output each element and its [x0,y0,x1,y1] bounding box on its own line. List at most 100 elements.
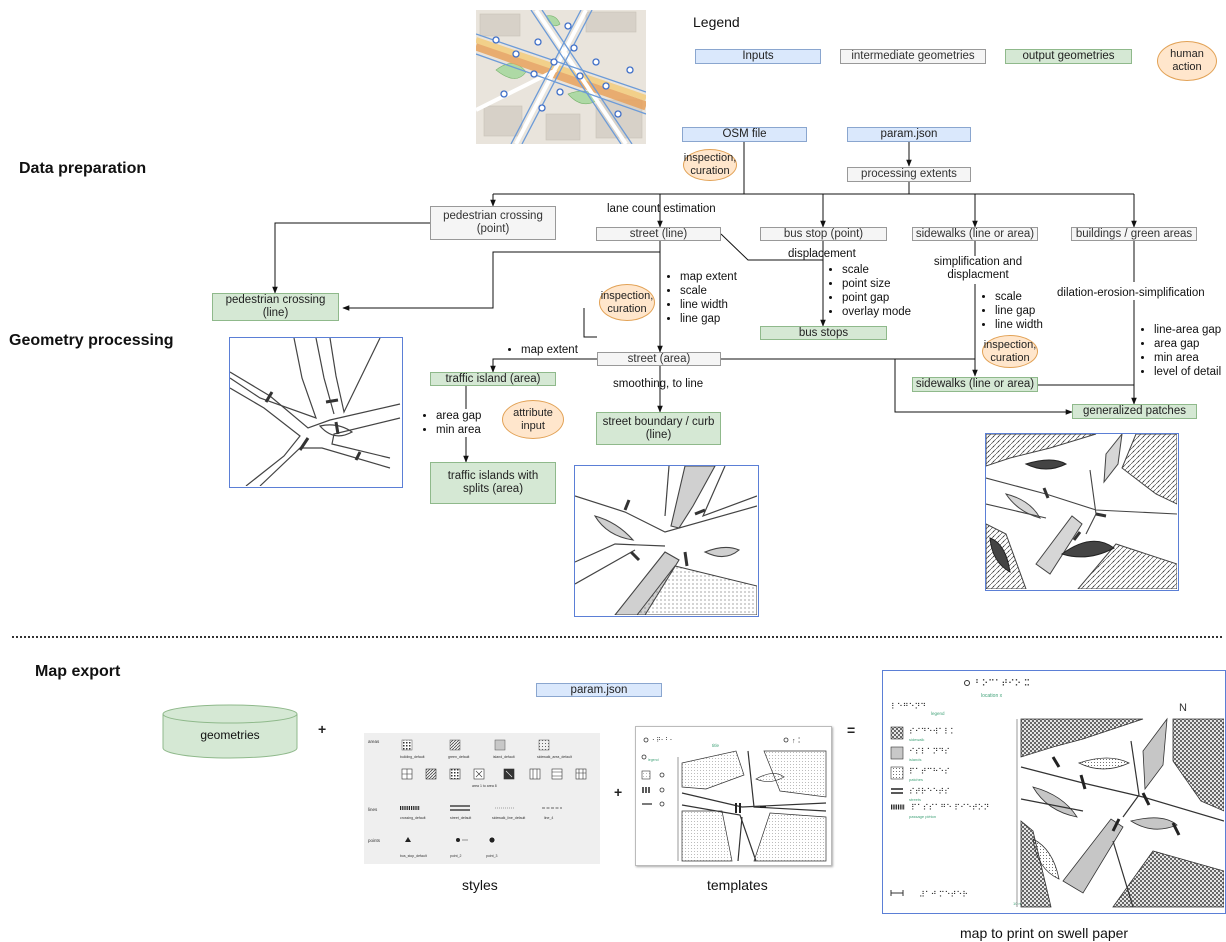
node-param-json-export: param.json [536,683,662,697]
node-generalized-patches: generalized patches [1072,404,1197,419]
styles-points-label: points [368,838,381,843]
params-sidewalk: scale line gap line width [979,290,1043,332]
styles-lines-label: lines [368,807,378,812]
street-boundary-thumbnail [574,465,759,617]
edge-pedpt-to-pedline [272,222,430,294]
style-label: crossing_default [400,816,426,820]
styles-areas-label: areas [368,739,380,744]
map-legend-sidewalk: sidewalk [909,737,924,742]
human-attribute-input: attribute input [502,400,564,439]
param-item: min area [1154,351,1221,365]
params-island: area gap min area [420,409,482,437]
svg-text:⠂⠟⠂⠃⠂: ⠂⠟⠂⠃⠂ [652,737,674,744]
map-legend: legend [931,711,945,716]
svg-text:⠏⠁⠎⠎⠁⠛⠑ ⠏⠊⠑⠞⠕⠝: ⠏⠁⠎⠎⠁⠛⠑ ⠏⠊⠑⠞⠕⠝ [911,803,989,812]
param-item: scale [995,290,1043,304]
final-map-thumbnail: ⠃⠕⠉⠁⠞⠊⠕ ⠭ location x ⠇⠑⠛⠑⠝⠙ legend N ⠎⠊⠙… [882,670,1226,914]
crossing-lines-thumbnail [229,337,403,488]
node-osm-file: OSM file [682,127,807,142]
style-label: line_4 [544,816,553,820]
label-simplification: simplification and displacment [930,256,1026,282]
edge-area-to-pedline [583,308,597,338]
param-item: scale [842,263,911,277]
svg-text:⠃⠕⠉⠁⠞⠊⠕ ⠭: ⠃⠕⠉⠁⠞⠊⠕ ⠭ [975,678,1030,688]
legend-title: Legend [693,14,740,30]
label-dilation: dilation-erosion-simplification [1057,287,1205,300]
node-street-area: street (area) [597,352,721,366]
style-label: street_default [450,816,471,820]
legend-human-action: human action [1157,41,1217,81]
operator-plus-2: + [614,784,623,800]
label-displacement: displacement [788,248,856,260]
style-label: sidewalk_area_default [537,755,572,759]
param-item: min area [436,423,481,437]
node-bus-stops: bus stops [760,326,887,340]
style-label: green_default [448,755,469,759]
node-bus-stop-point: bus stop (point) [760,227,887,241]
node-param-json: param.json [847,127,971,142]
operator-plus-1: + [318,721,327,737]
legend-output: output geometries [1005,49,1132,64]
style-label: bus_stop_default [400,854,427,858]
param-item: point size [842,277,911,291]
map-legend-patches: patches [909,777,923,782]
map-north: N [1179,702,1187,714]
param-item: scale [680,284,737,298]
params-street: map extent scale line width line gap [664,270,737,326]
param-item: point gap [842,291,911,305]
param-item: overlay mode [842,305,911,319]
node-buildings-green-areas: buildings / green areas [1071,227,1197,241]
section-map-export: Map export [35,663,121,680]
section-data-preparation: Data preparation [19,160,147,177]
caption-templates: templates [707,877,768,893]
map-legend-crossing: passage piéton [909,814,936,819]
node-street-line: street (line) [596,227,721,241]
templates-panel: ⠂⠟⠂⠃⠂ title ↑⠨ legend [635,726,832,866]
param-item: map extent [521,343,578,357]
style-label: area 1 to area 8 [472,784,497,788]
style-label: point_2 [450,854,462,858]
svg-text:⠊⠎⠇⠁⠝⠙⠎: ⠊⠎⠇⠁⠝⠙⠎ [909,747,950,756]
svg-text:↑⠨: ↑⠨ [792,737,801,745]
label-lane-count: lane count estimation [607,203,716,215]
caption-styles: styles [462,877,498,893]
svg-text:⠎⠞⠗⠑⠑⠞⠎: ⠎⠞⠗⠑⠑⠞⠎ [909,787,950,796]
node-pedestrian-crossing-point: pedestrian crossing (point) [430,206,556,240]
map-legend-streets: streets [909,797,921,802]
legend-inputs: Inputs [695,49,821,64]
node-traffic-islands-splits: traffic islands with splits (area) [430,462,556,504]
section-geometry-processing: Geometry processing [9,332,174,349]
style-label: island_default [493,755,515,759]
node-traffic-island-area: traffic island (area) [430,372,556,386]
param-item: line width [680,298,737,312]
node-sidewalks-line-or-area: sidewalks (line or area) [912,227,1038,241]
human-inspection-curation-1: inspection, curation [683,149,737,181]
section-separator [12,636,1222,638]
template-title: title [712,743,720,748]
params-map-extent: map extent [505,343,578,357]
node-sidewalks-out: sidewalks (line or area) [912,377,1038,392]
human-inspection-curation-2: inspection, curation [599,284,655,321]
human-inspection-curation-3: inspection, curation [982,335,1038,368]
param-item: area gap [1154,337,1221,351]
svg-text:⠼⠁⠚ ⠍⠑⠞⠑⠗: ⠼⠁⠚ ⠍⠑⠞⠑⠗ [919,890,968,899]
svg-text:⠏⠁⠞⠉⠓⠑⠎: ⠏⠁⠞⠉⠓⠑⠎ [909,767,950,776]
map-location: location x [981,693,1003,699]
legend-intermediate: intermediate geometries [840,49,986,64]
node-street-boundary-curb: street boundary / curb (line) [596,412,721,445]
map-legend-islands: islands [909,757,921,762]
style-label: building_default [400,755,425,759]
osm-map-thumbnail [476,10,646,144]
param-item: line gap [995,304,1043,318]
geometries-cylinder [162,704,298,759]
styles-panel: areas building_default green_default isl… [364,733,600,864]
node-pedestrian-crossing-line: pedestrian crossing (line) [212,293,339,321]
svg-text:⠇⠑⠛⠑⠝⠙: ⠇⠑⠛⠑⠝⠙ [891,702,926,711]
style-label: point_3 [486,854,498,858]
svg-text:⠎⠊⠙⠑⠺⠁⠇⠅: ⠎⠊⠙⠑⠺⠁⠇⠅ [909,727,956,736]
edge-area-to-island [490,358,597,373]
param-item: line-area gap [1154,323,1221,337]
param-item: line width [995,318,1043,332]
params-patches: line-area gap area gap min area level of… [1138,323,1222,379]
param-item: line gap [680,312,737,326]
